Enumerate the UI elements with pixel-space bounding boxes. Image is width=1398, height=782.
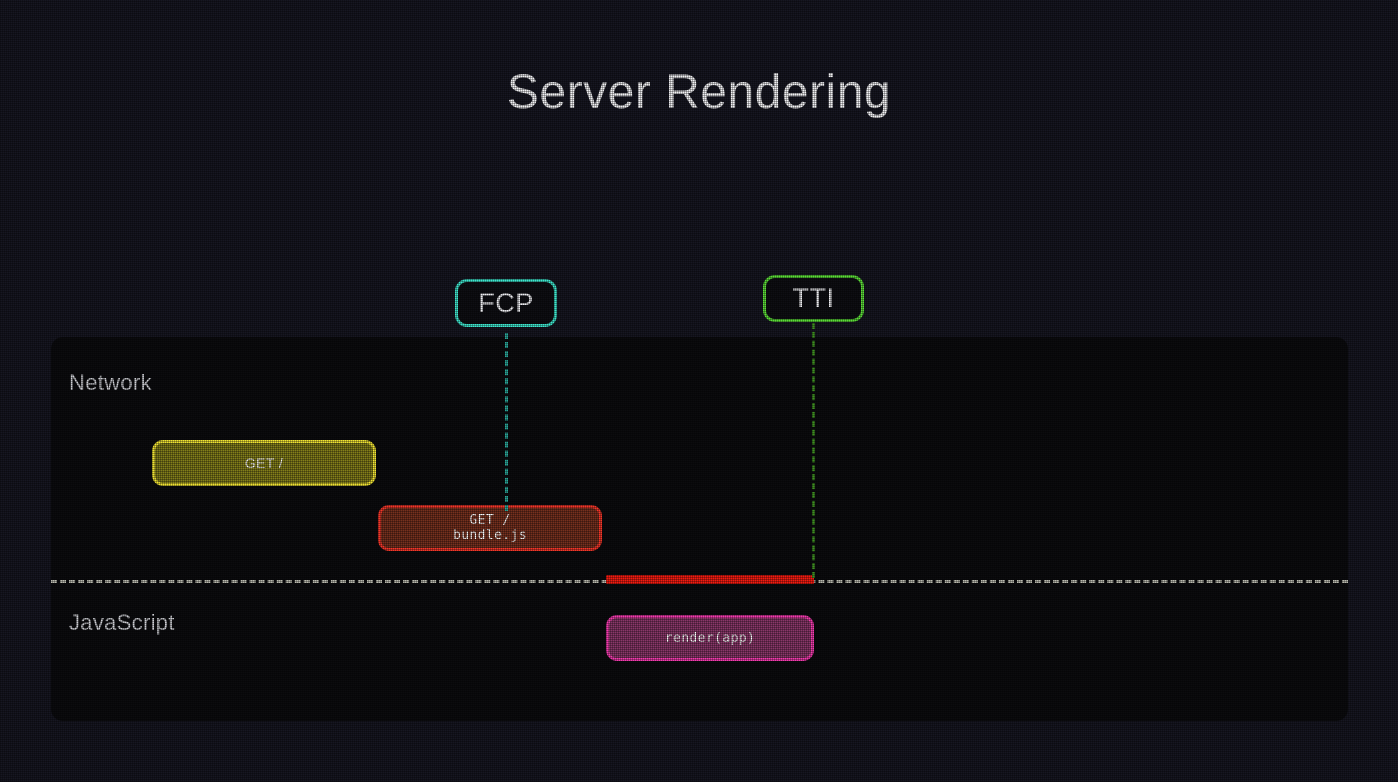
lane-label-javascript: JavaScript <box>69 610 175 635</box>
timeline-bar-get-root[interactable]: GET / <box>152 440 376 486</box>
marker-badge-fcp[interactable]: FCP <box>455 279 557 327</box>
timeline-bar-render-app[interactable]: render(app) <box>606 615 814 661</box>
timeline-bar-get-bundle[interactable]: GET / bundle.js <box>378 505 602 551</box>
main-thread-blocking-bar <box>606 575 814 584</box>
timeline-bar-render-app-label: render(app) <box>664 630 756 646</box>
lane-label-network: Network <box>69 370 152 395</box>
timeline-bar-get-root-label: GET / <box>244 455 284 471</box>
marker-badge-tti[interactable]: TTI <box>763 275 864 322</box>
marker-line-tti <box>812 323 815 578</box>
timeline-panel: Network JavaScript GET / GET / bundle.js… <box>51 337 1348 721</box>
marker-line-fcp <box>505 333 508 511</box>
page-title: Server Rendering <box>506 66 892 119</box>
timeline-bar-get-bundle-label: GET / bundle.js <box>452 513 528 543</box>
